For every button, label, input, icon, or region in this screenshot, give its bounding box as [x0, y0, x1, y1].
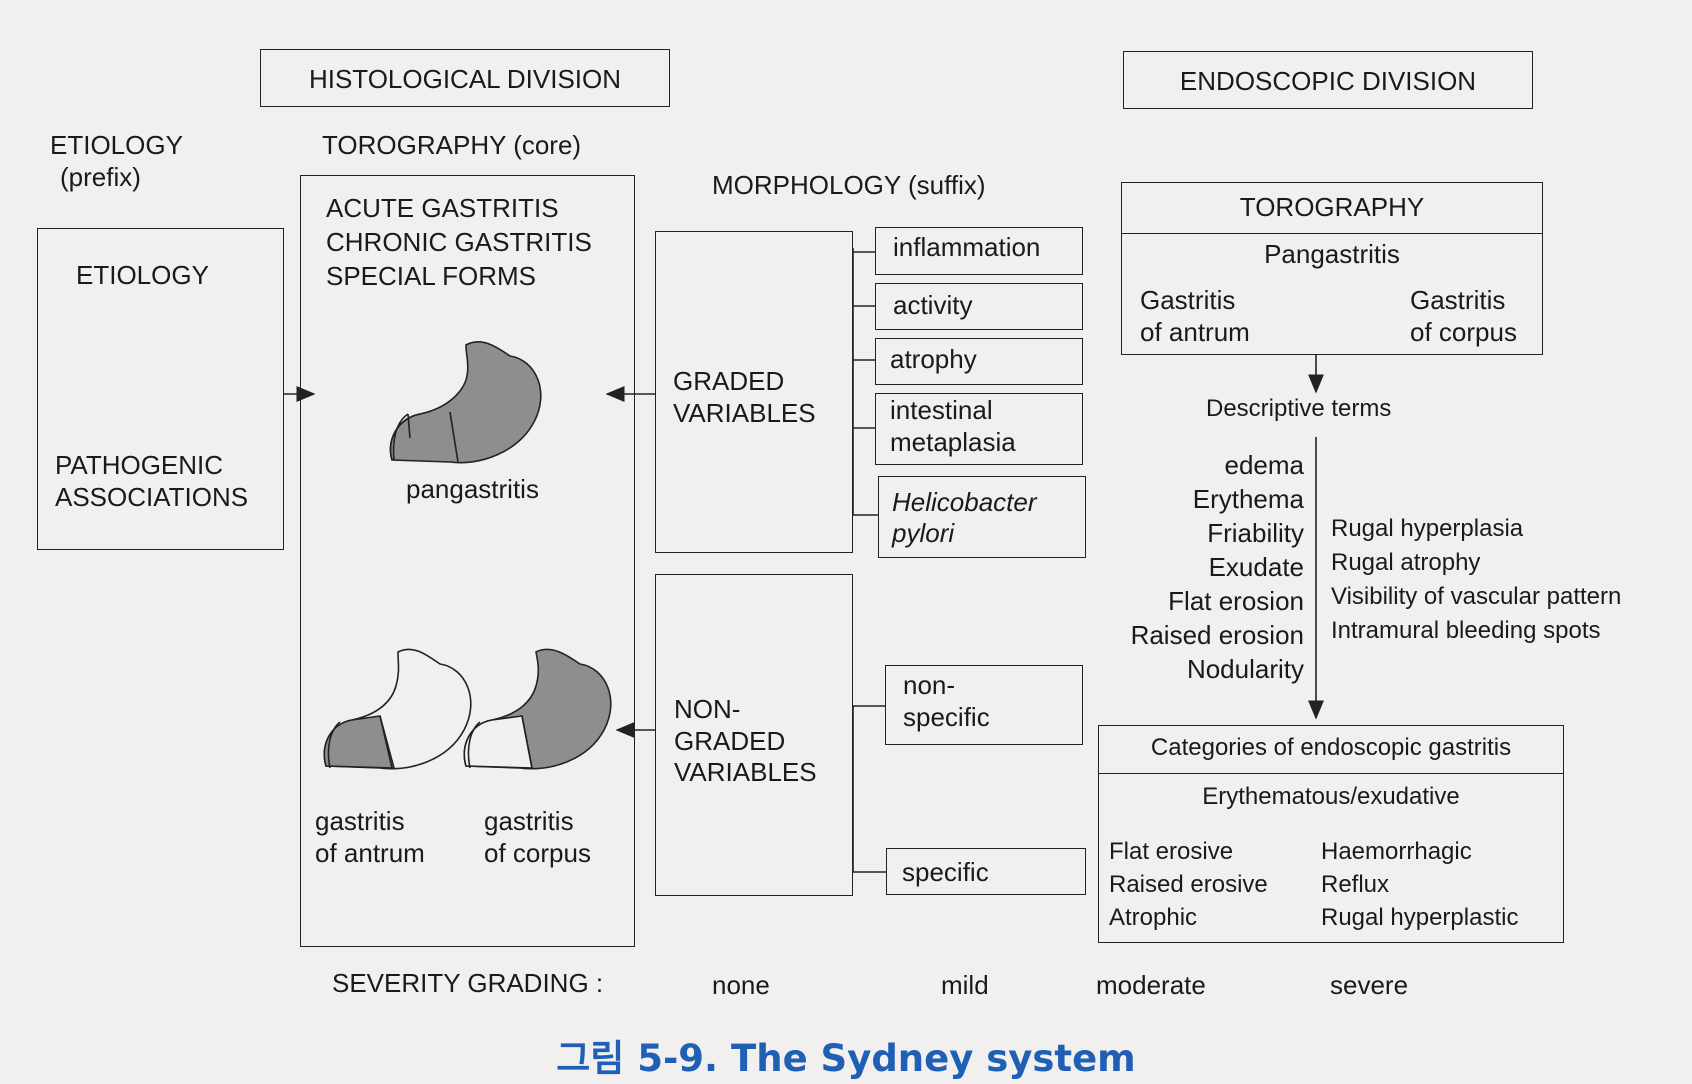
categories-title: Categories of endoscopic gastritis — [1150, 734, 1512, 761]
nongraded-item-label: specific — [902, 857, 989, 887]
graded-item-inflammation — [875, 227, 1083, 275]
stomach-antrum-icon — [323, 648, 472, 770]
categories-left: Flat erosive Raised erosive Atrophic — [1109, 838, 1268, 932]
gastritis-types-list: ACUTE GASTRITIS CHRONIC GASTRITIS SPECIA… — [326, 193, 592, 291]
descriptive-terms-label: Descriptive terms — [1206, 395, 1392, 422]
graded-item-label: Helicobacter pylori — [892, 487, 1037, 549]
figure-caption: 그림 5-9. The Sydney system — [556, 1037, 1136, 1080]
morphology-header: MORPHOLOGY (suffix) — [712, 170, 986, 200]
endoscopic-corpus-label: Gastritis of corpus — [1410, 285, 1517, 347]
graded-variables-box — [655, 231, 853, 553]
histological-division-box — [260, 49, 670, 107]
endoscopic-division-title: ENDOSCOPIC DIVISION — [1179, 66, 1477, 96]
etiology-header: ETIOLOGY (prefix) — [50, 130, 183, 192]
nongraded-item-label: non- specific — [903, 670, 990, 732]
graded-item-activity — [875, 283, 1083, 330]
stomach-corpus-icon — [463, 648, 612, 770]
graded-item-label: inflammation — [893, 232, 1041, 262]
etiology-box — [37, 228, 284, 550]
nongraded-item-specific — [886, 848, 1086, 895]
descriptive-terms-left: edema Erythema Friability Exudate Flat e… — [1130, 450, 1304, 685]
graded-item-label: intestinal metaplasia — [890, 395, 1016, 457]
graded-item-label: atrophy — [890, 344, 977, 374]
severity-grading-label: SEVERITY GRADING : — [332, 968, 604, 998]
endoscopic-torography-title: TOROGRAPHY — [1239, 192, 1425, 222]
graded-item-label: activity — [893, 290, 973, 320]
graded-item-helicobacter-pylori — [878, 476, 1086, 558]
gastritis-corpus-label: gastritis of corpus — [484, 806, 591, 868]
categories-main: Erythematous/exudative — [1202, 783, 1460, 810]
endoscopic-torography-box — [1121, 182, 1543, 355]
torography-box — [300, 175, 635, 947]
pathogenic-associations-label: PATHOGENIC ASSOCIATIONS — [55, 450, 249, 512]
endoscopic-antrum-label: Gastritis of antrum — [1140, 285, 1250, 347]
graded-variables-label: GRADED VARIABLES — [673, 366, 816, 428]
pangastritis-label: pangastritis — [406, 474, 539, 504]
descriptive-terms-right: Rugal hyperplasia Rugal atrophy Visibili… — [1331, 515, 1622, 645]
graded-item-intestinal-metaplasia — [875, 393, 1083, 465]
nongraded-item-nonspecific — [885, 665, 1083, 745]
severity-level: none — [712, 970, 770, 1000]
pangastritis-endoscopic-label: Pangastritis — [1264, 239, 1400, 269]
etiology-label: ETIOLOGY — [76, 260, 209, 290]
histological-division-title: HISTOLOGICAL DIVISION — [308, 64, 622, 94]
endoscopic-division-box — [1123, 51, 1533, 109]
categories-divider — [1098, 773, 1564, 774]
torography-core-header: TOROGRAPHY (core) — [322, 130, 582, 160]
categories-right: Haemorrhagic Reflux Rugal hyperplastic — [1321, 838, 1519, 932]
graded-item-atrophy — [875, 338, 1083, 385]
stomach-pangastritis-icon — [389, 341, 542, 464]
torography-divider — [1121, 233, 1543, 234]
nongraded-variables-box — [655, 574, 853, 896]
categories-box — [1098, 725, 1564, 943]
severity-level: severe — [1330, 970, 1409, 1000]
gastritis-antrum-label: gastritis of antrum — [315, 806, 425, 868]
severity-level: mild — [941, 970, 989, 1000]
severity-level: moderate — [1096, 970, 1206, 1000]
nongraded-variables-label: NON- GRADED VARIABLES — [674, 694, 817, 788]
